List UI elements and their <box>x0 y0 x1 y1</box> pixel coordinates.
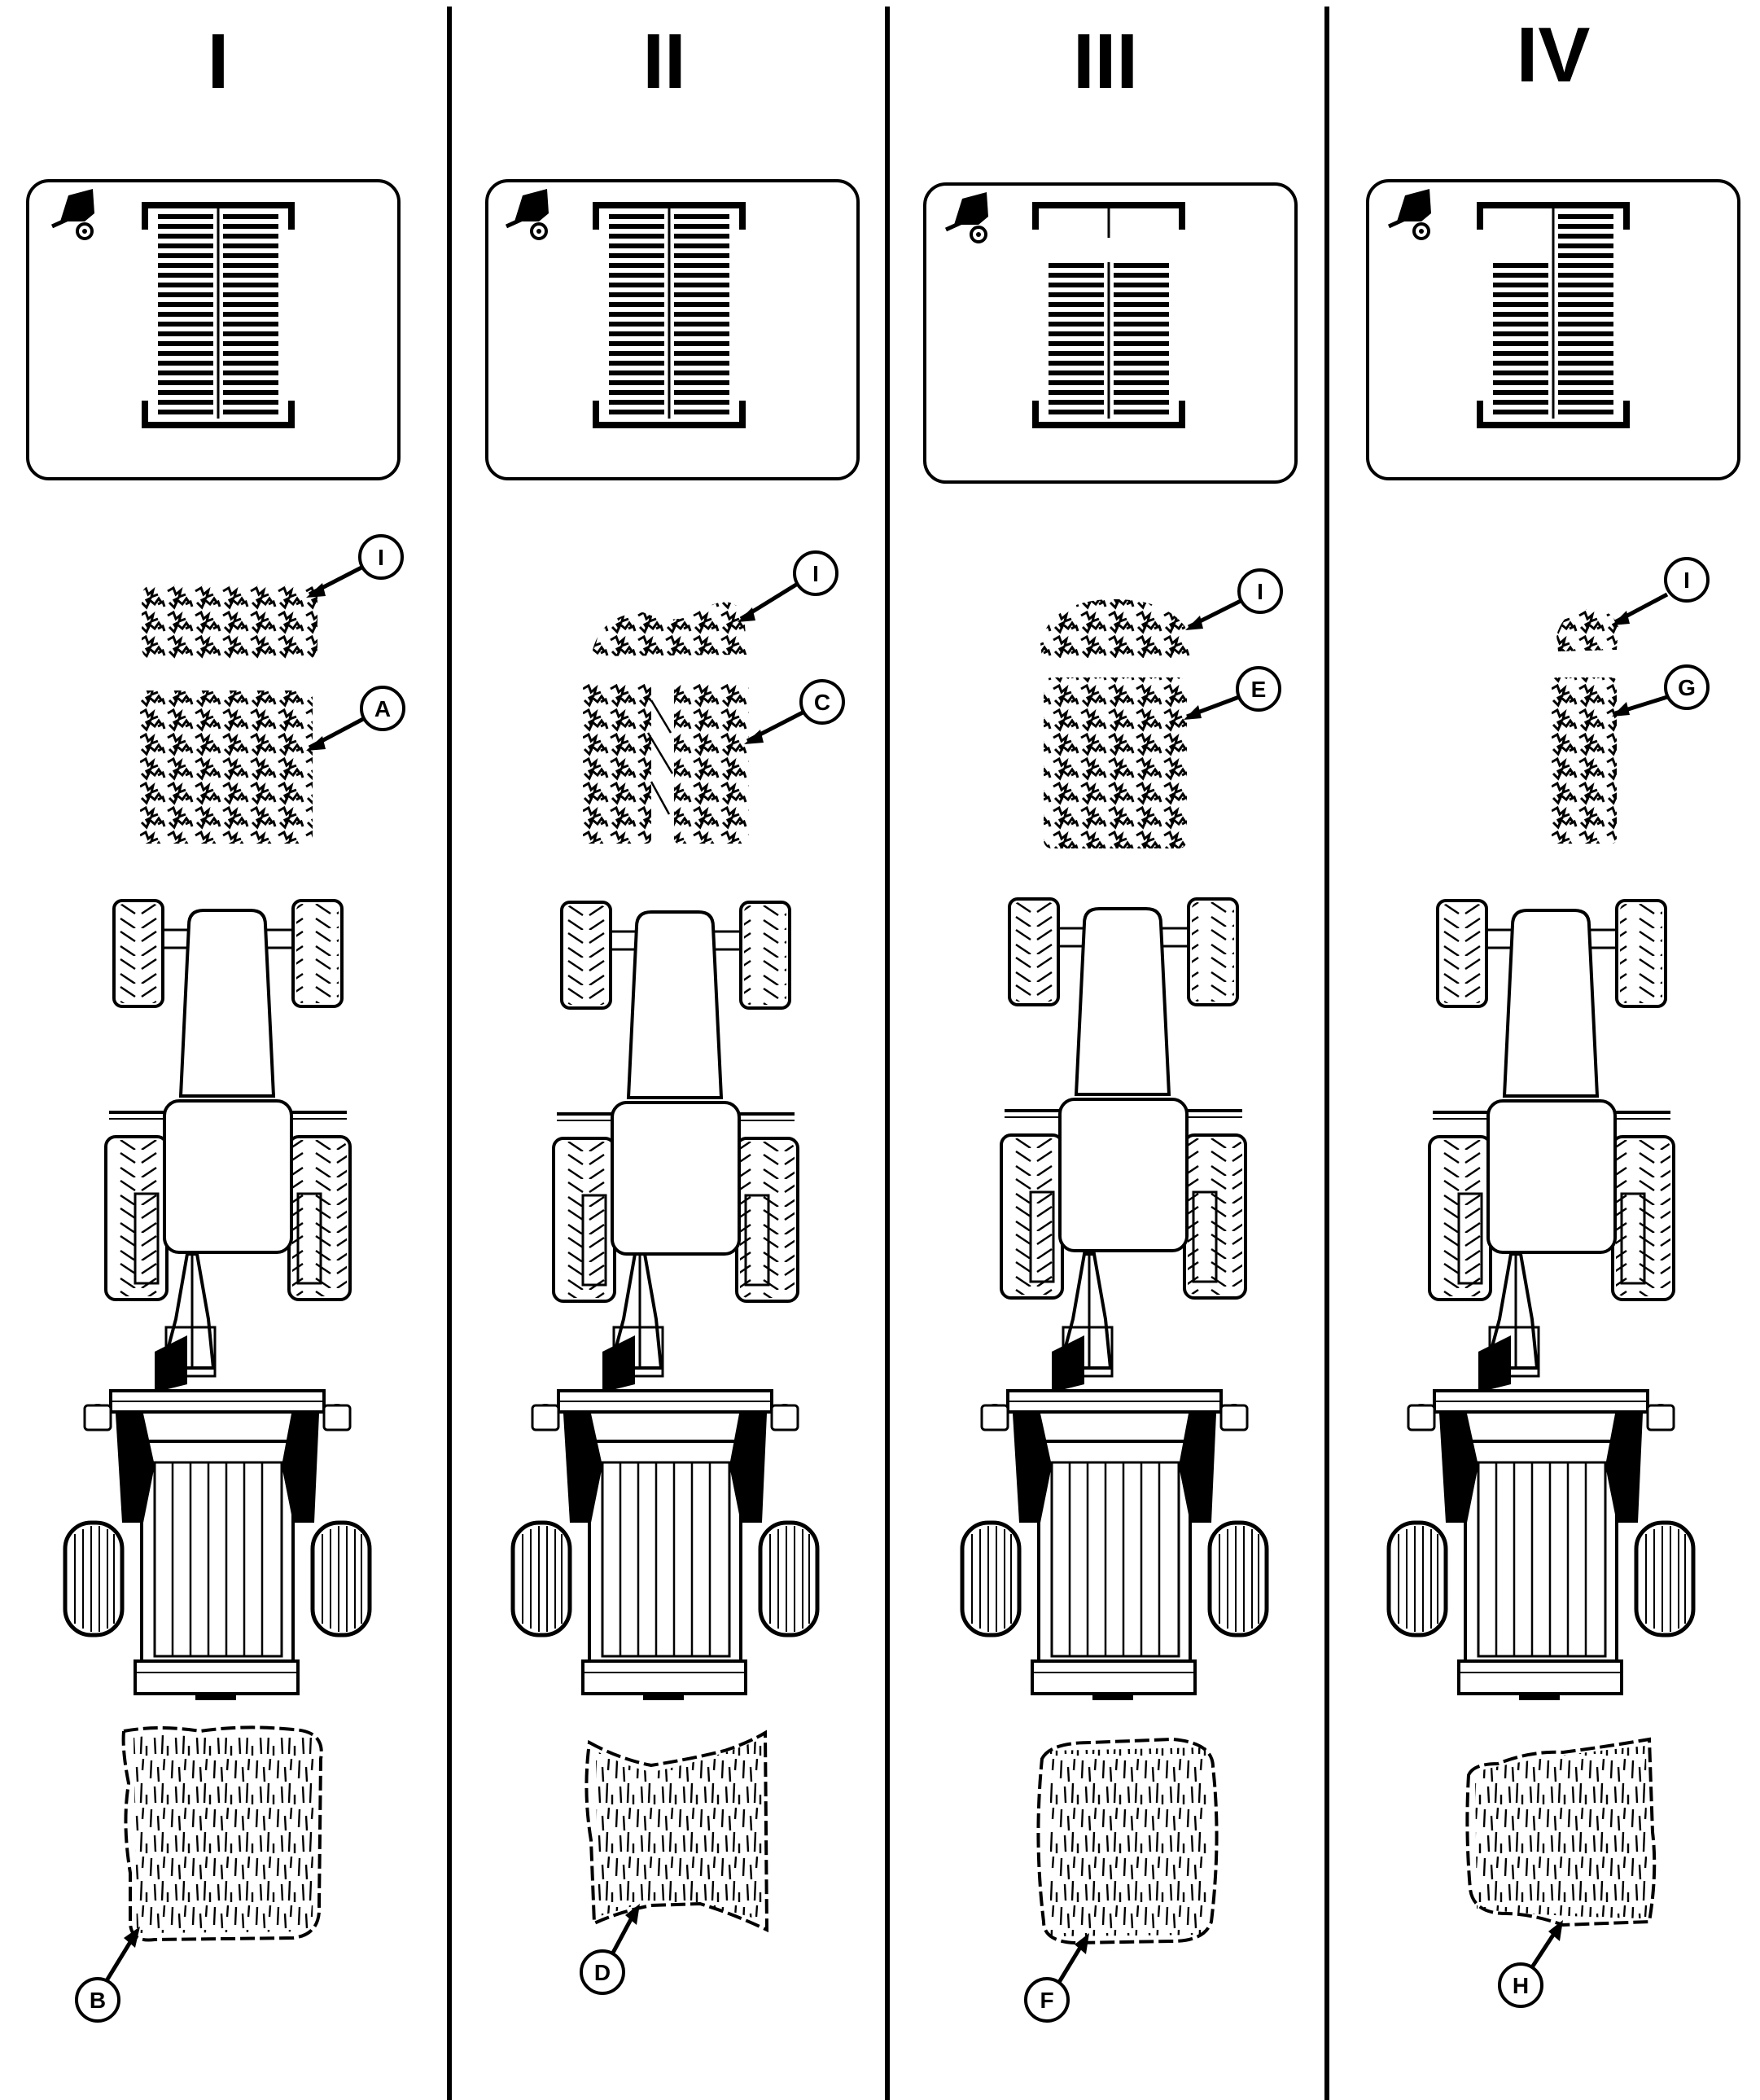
callout-f: F <box>1024 1933 1089 2023</box>
bale <box>1036 1737 1219 1945</box>
callout-i: I <box>306 534 404 598</box>
callout-i: I <box>738 550 838 622</box>
callout-b: B <box>75 1927 140 2023</box>
callout-label: I <box>1257 579 1263 604</box>
round-baler <box>65 1254 370 1700</box>
tractor <box>552 901 799 1303</box>
windrow-top <box>593 602 747 656</box>
callout-label: H <box>1513 1973 1529 1998</box>
panel-numeral: I <box>208 18 230 105</box>
round-baler <box>513 1254 817 1700</box>
tractor <box>1428 899 1675 1301</box>
callout-d: D <box>580 1904 640 1995</box>
windrow <box>1552 677 1617 844</box>
bale-shape-indicator <box>1035 205 1182 425</box>
bale <box>1465 1737 1657 1927</box>
callout-a: A <box>306 686 405 751</box>
callout-c: C <box>744 679 845 744</box>
callout-label: E <box>1251 677 1267 702</box>
panel-ii: II I <box>485 18 860 1995</box>
panel-numeral: II <box>642 18 685 105</box>
monitor-display <box>485 179 860 480</box>
round-baler <box>1389 1254 1693 1700</box>
windrow-top <box>1556 608 1618 651</box>
panel-iii: III I <box>923 18 1298 2023</box>
bale-shape-indicator <box>1480 205 1626 425</box>
tractor <box>1000 897 1247 1300</box>
monitor-display <box>26 179 401 480</box>
callout-label: I <box>812 561 819 586</box>
monitor-display <box>923 182 1298 484</box>
panel-numeral: IV <box>1517 11 1591 99</box>
panel-iv: IV I <box>1366 11 1740 2008</box>
round-baler <box>962 1254 1267 1700</box>
tractor <box>104 899 352 1301</box>
windrow-top <box>1040 598 1190 658</box>
callout-h: H <box>1498 1920 1563 2008</box>
callout-label: G <box>1678 675 1696 700</box>
windrow <box>583 684 749 844</box>
bale <box>121 1725 323 1942</box>
callout-label: D <box>594 1960 611 1985</box>
callout-label: I <box>378 545 384 570</box>
windrow <box>1044 677 1187 848</box>
callout-i: I <box>1185 568 1283 630</box>
bale-shape-indicator <box>596 205 742 425</box>
windrow <box>140 691 313 844</box>
callout-label: B <box>90 1988 106 2013</box>
bale <box>584 1730 769 1933</box>
callout-label: F <box>1040 1988 1053 2013</box>
windrow-top <box>142 585 317 660</box>
callout-label: I <box>1683 568 1690 593</box>
callout-label: A <box>374 696 391 721</box>
bale-shape-indicator <box>145 205 291 425</box>
monitor-display <box>1366 179 1740 480</box>
callout-g: G <box>1612 664 1710 717</box>
panel-i: I I <box>26 18 405 2023</box>
callout-i: I <box>1612 557 1710 625</box>
callout-label: C <box>814 690 830 715</box>
callout-e: E <box>1184 666 1281 720</box>
panel-numeral: III <box>1073 18 1138 105</box>
